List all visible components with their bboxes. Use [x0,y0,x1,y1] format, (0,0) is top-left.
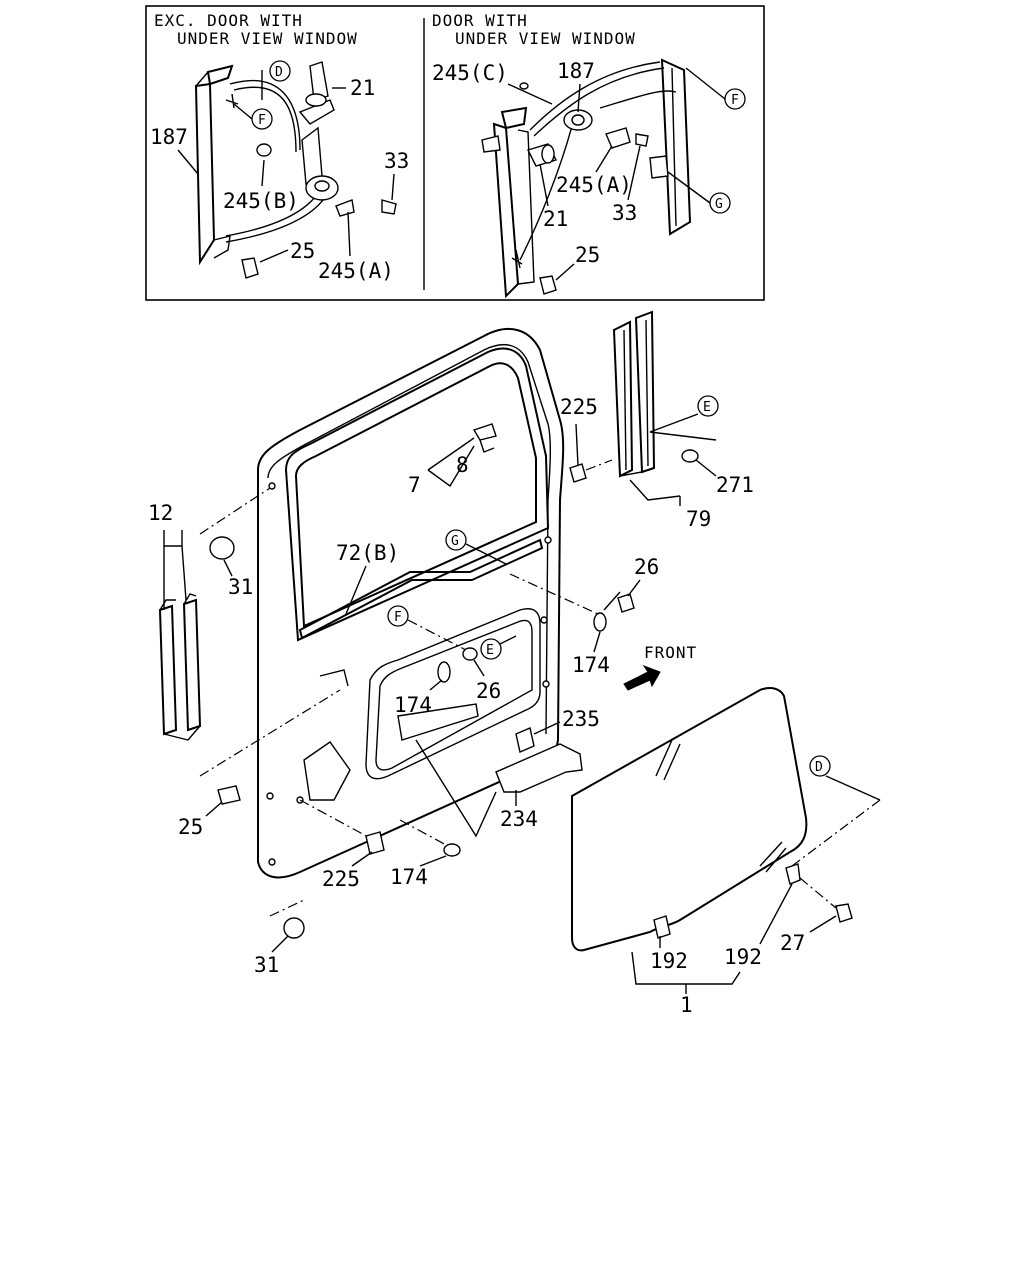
label-245a-left: 245(A) [318,259,394,283]
label-33-left: 33 [384,149,409,173]
label-27: 27 [780,931,805,955]
label-174-inner: 174 [394,693,432,717]
label-7: 7 [408,473,421,497]
marker-e-main [480,638,502,660]
marker-d-inset-label: D [275,65,283,80]
label-235: 235 [562,707,600,731]
label-21-right: 21 [543,207,568,231]
label-271: 271 [716,473,754,497]
label-225-top: 225 [560,395,598,419]
label-192-right: 192 [724,945,762,969]
front-direction-arrow: FRONT [623,643,697,691]
marker-f-main [387,605,409,627]
label-225-bottom: 225 [322,867,360,891]
label-25-right: 25 [575,243,600,267]
marker-e-sash [697,395,719,417]
left-caption-line1: EXC. DOOR WITH [154,11,303,30]
label-31-bottom: 31 [254,953,279,977]
label-72b: 72(B) [336,541,399,565]
label-187-left: 187 [150,125,188,149]
marker-d-inset [269,60,291,82]
right-regulator-drawing [481,58,692,299]
label-25-main: 25 [178,815,203,839]
label-1: 1 [680,993,693,1017]
label-25-left: 25 [290,239,315,263]
label-245a-right: 245(A) [556,173,632,197]
label-21-left: 21 [350,76,375,100]
label-174-bottom: 174 [390,865,428,889]
marker-f-right-inset-label: F [731,93,739,108]
left-caption-line2: UNDER VIEW WINDOW [177,29,358,48]
label-234: 234 [500,807,538,831]
door-panel-drawing: 7 8 72(B) G F E 26 174 235 234 [257,327,600,879]
marker-d-main [809,755,831,777]
inset-panel: EXC. DOOR WITH UNDER VIEW WINDOW DOOR WI… [145,5,765,301]
front-label: FRONT [644,643,697,662]
marker-f-left-inset-label: F [258,113,266,128]
marker-e-main-label: E [486,643,494,658]
label-26-right: 26 [634,555,659,579]
label-187-right: 187 [557,59,595,83]
marker-d-main-label: D [815,760,823,775]
marker-g-main-label: G [451,534,459,549]
door-glass-1: D 192 192 27 1 [571,687,881,1017]
label-245c: 245(C) [432,61,508,85]
label-31-top: 31 [228,575,253,599]
right-fasteners: 26 174 FRONT [509,555,697,691]
label-26-main: 26 [476,679,501,703]
marker-g-inset-label: G [715,197,723,212]
label-245b: 245(B) [223,189,299,213]
right-caption-line1: DOOR WITH [432,11,528,30]
marker-e-sash-label: E [703,400,711,415]
label-192-left: 192 [650,949,688,973]
left-fasteners: 31 25 225 31 174 [178,487,461,977]
label-33-right: 33 [612,201,637,225]
sash-channel-79: E 271 79 225 [560,310,754,531]
label-174-right: 174 [572,653,610,677]
weatherstrip-12: 12 [148,501,202,741]
marker-g-main [445,529,467,551]
label-79: 79 [686,507,711,531]
marker-f-main-label: F [394,610,402,625]
right-caption-line2: UNDER VIEW WINDOW [455,29,636,48]
label-12: 12 [148,501,173,525]
left-regulator-drawing [194,61,397,279]
